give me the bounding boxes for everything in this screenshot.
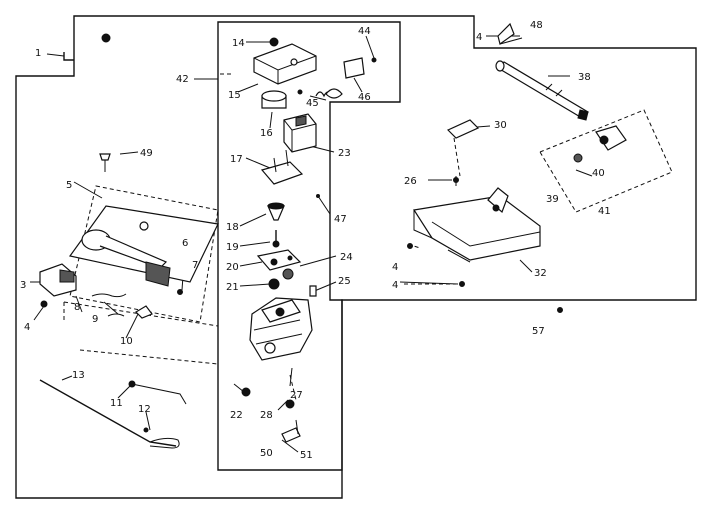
callout-48: 48: [530, 20, 543, 31]
callout-labels: 1 42 14 15 16 44 45 46 23 17 18 47 19 20…: [20, 20, 611, 461]
main-frame-outline: [15, 15, 697, 499]
callout-7: 7: [192, 260, 198, 271]
callout-16: 16: [260, 128, 273, 139]
callout-1: 1: [35, 48, 41, 59]
callout-38: 38: [578, 72, 591, 83]
callout-30: 30: [494, 120, 507, 131]
callout-19: 19: [226, 242, 239, 253]
callout-6: 6: [182, 238, 188, 249]
callout-4-left: 4: [24, 322, 30, 333]
callout-46: 46: [358, 92, 371, 103]
callout-22: 22: [230, 410, 243, 421]
callout-23: 23: [338, 148, 351, 159]
callout-9: 9: [92, 314, 98, 325]
callout-4-top-right: 4: [476, 32, 482, 43]
callout-32: 32: [534, 268, 547, 279]
callout-20: 20: [226, 262, 239, 273]
callout-39: 39: [546, 194, 559, 205]
callout-45: 45: [306, 98, 319, 109]
callout-40: 40: [592, 168, 605, 179]
callout-42: 42: [176, 74, 189, 85]
callout-27: 27: [290, 390, 303, 401]
callout-50: 50: [260, 448, 273, 459]
callout-10: 10: [120, 336, 133, 347]
callout-4-lower-right: 4: [392, 280, 398, 291]
callout-25: 25: [338, 276, 351, 287]
callout-21: 21: [226, 282, 239, 293]
callout-49: 49: [140, 148, 153, 159]
callout-5: 5: [66, 180, 72, 191]
callout-11: 11: [110, 398, 123, 409]
callout-24: 24: [340, 252, 353, 263]
part-graphics: [33, 22, 627, 449]
callout-13: 13: [72, 370, 85, 381]
callout-4-mid-right: 4: [392, 262, 398, 273]
callout-18: 18: [226, 222, 239, 233]
callout-17: 17: [230, 154, 243, 165]
callout-47: 47: [334, 214, 347, 225]
callout-8: 8: [74, 302, 80, 313]
callout-12: 12: [138, 404, 151, 415]
callout-28: 28: [260, 410, 273, 421]
callout-26: 26: [404, 176, 417, 187]
callout-44: 44: [358, 26, 371, 37]
callout-41: 41: [598, 206, 611, 217]
callout-15: 15: [228, 90, 241, 101]
callout-3: 3: [20, 280, 26, 291]
callout-51: 51: [300, 450, 313, 461]
callout-14: 14: [232, 38, 245, 49]
callout-57: 57: [532, 326, 545, 337]
